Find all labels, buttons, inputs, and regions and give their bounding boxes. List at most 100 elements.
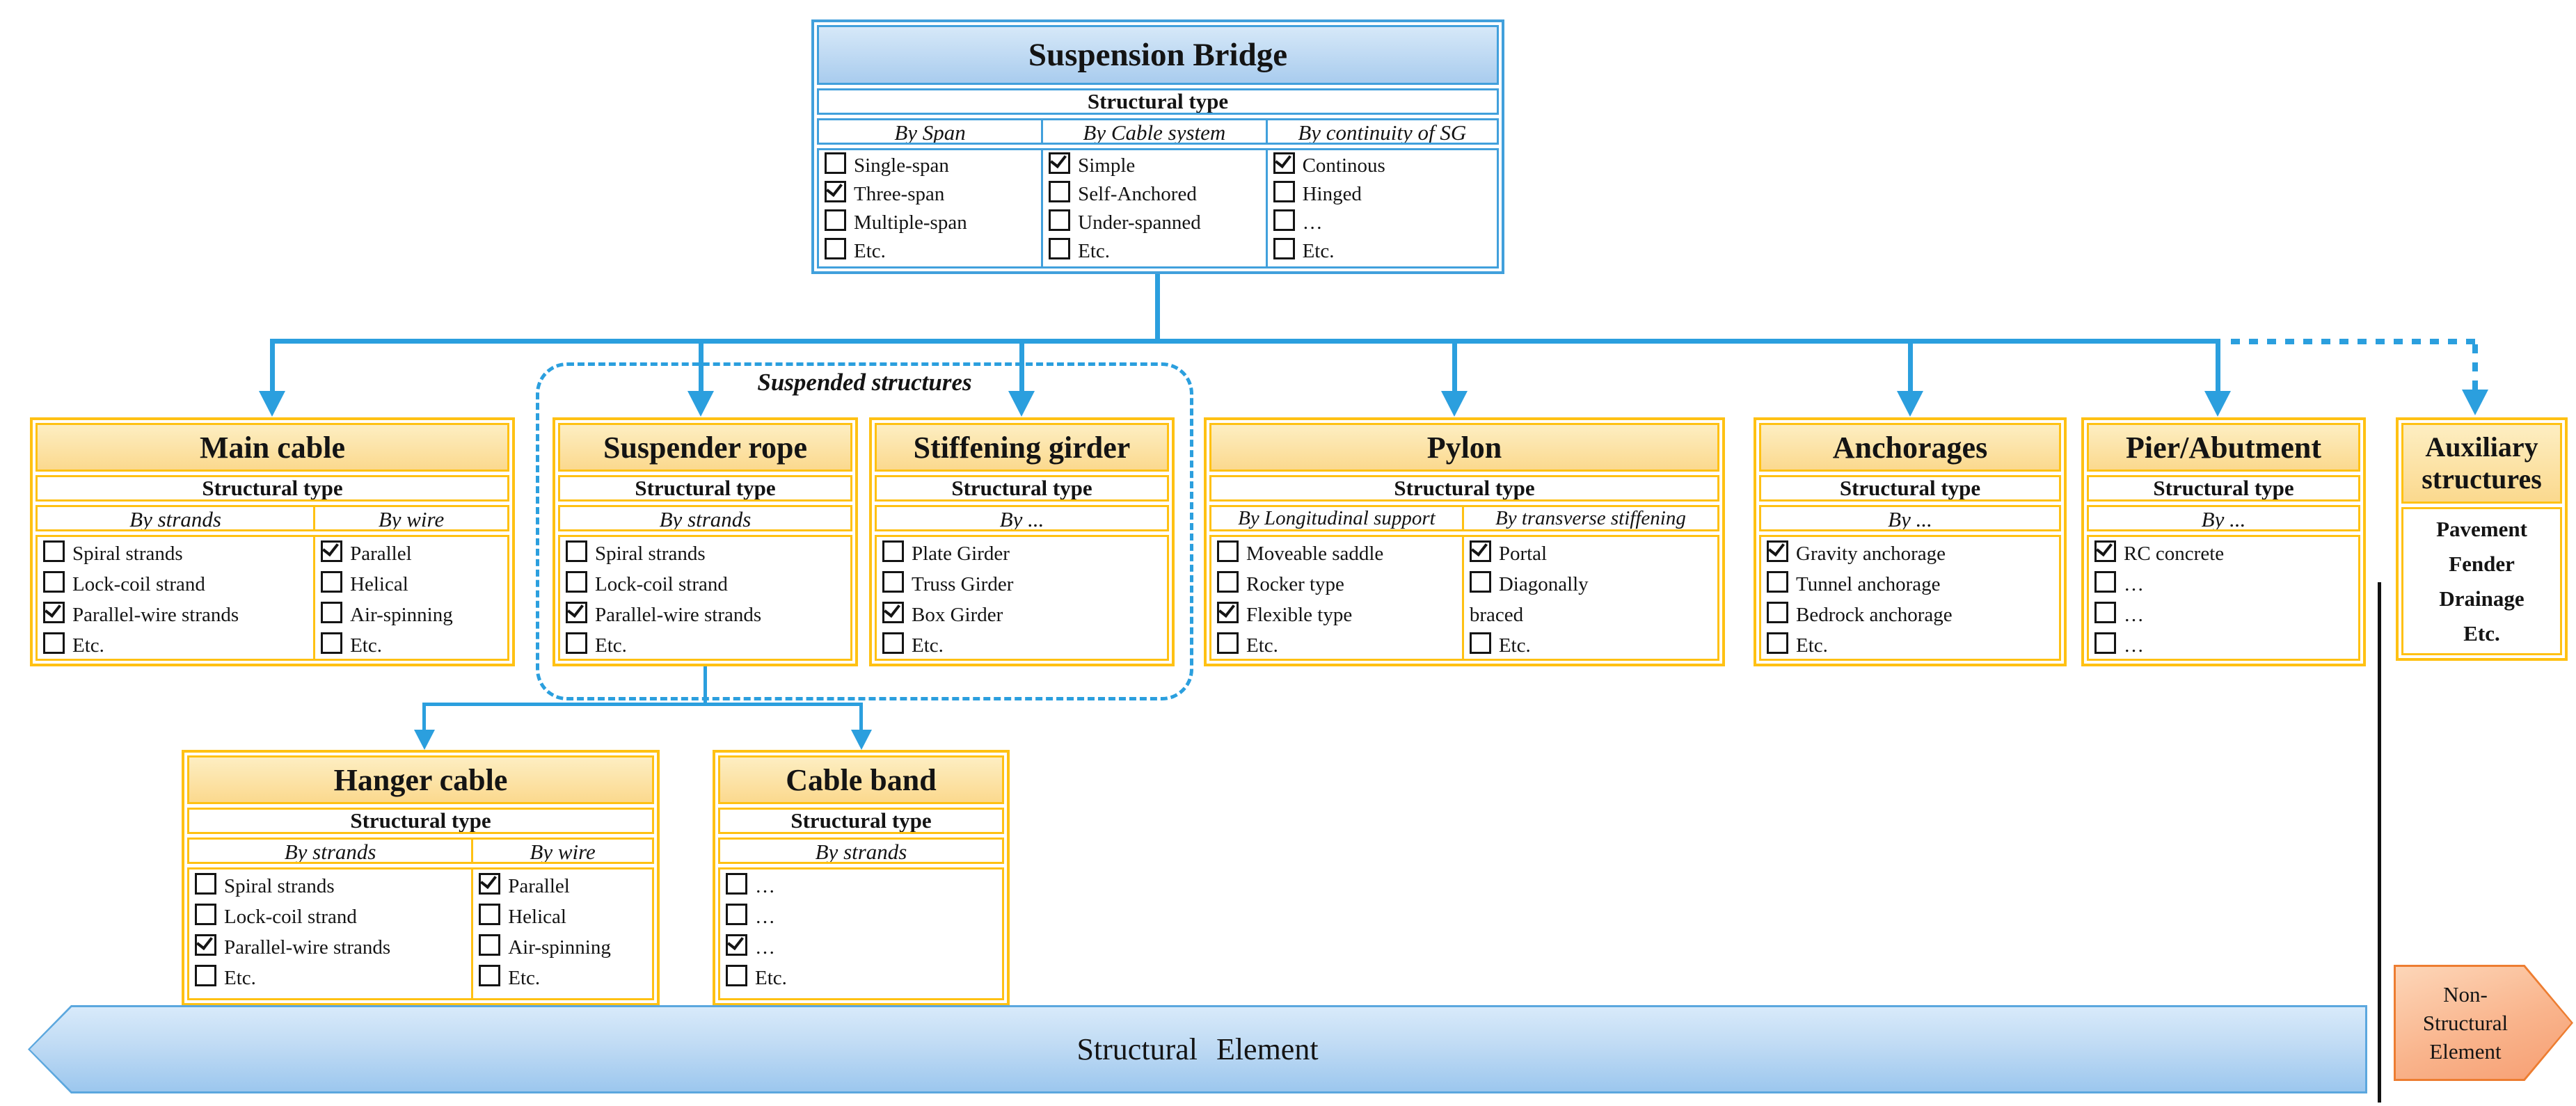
checkbox-item: Etc. — [43, 630, 308, 659]
drop-line-anchorages — [1908, 339, 1913, 393]
checkbox-item: Helical — [479, 901, 646, 932]
checkbox-unchecked-icon — [479, 904, 501, 925]
checkbox-item: Spiral strands — [566, 538, 845, 569]
checkbox-item: Single-span — [825, 152, 1035, 180]
structural-type-label: Structural type — [187, 808, 654, 834]
checkbox-unchecked-icon — [882, 540, 904, 562]
column-header: By ... — [1888, 507, 1932, 531]
non-structural-line: Structural — [2422, 1011, 2509, 1035]
bus-connector-line — [272, 339, 2220, 344]
checkbox-item: Diagonally braced — [1469, 569, 1613, 630]
non-structural-element-arrow: Non- Structural Element — [2394, 965, 2573, 1081]
checkbox-item: Etc. — [882, 630, 1161, 659]
arrow-down-icon — [2462, 390, 2488, 415]
non-structural-line: Element — [2429, 1039, 2502, 1064]
structural-type-label: Structural type — [817, 88, 1499, 115]
checkbox-item: Spiral strands — [195, 871, 466, 901]
checkbox-item: Portal — [1469, 538, 1613, 569]
checkbox-item: Lock-coil strand — [195, 901, 466, 932]
checkbox-item: Box Girder — [882, 600, 1161, 630]
checkbox-unchecked-icon — [1469, 632, 1491, 654]
dotted-drop-line-auxiliary — [2472, 344, 2478, 390]
checkbox-item: Etc. — [195, 963, 466, 993]
arrow-down-icon — [1897, 391, 1923, 417]
checkbox-item: Hinged — [1273, 180, 1491, 209]
checkbox-item: Parallel-wire strands — [195, 932, 466, 963]
checkbox-unchecked-icon — [1049, 181, 1071, 202]
checkbox-list: RC concrete……… — [2089, 537, 2358, 659]
box-title: Main cable — [35, 423, 509, 472]
drop-line-cable-band — [859, 703, 863, 732]
checkbox-item: … — [726, 932, 996, 963]
non-structural-line: Non- — [2443, 982, 2488, 1007]
checkbox-item: Bedrock anchorage — [1767, 600, 2053, 630]
checkbox-unchecked-icon — [321, 632, 343, 654]
arrow-down-icon — [259, 391, 285, 417]
checkbox-checked-icon — [1049, 152, 1071, 174]
column-headers: By ... — [875, 505, 1169, 531]
checkbox-checked-icon — [2094, 540, 2116, 562]
checkbox-unchecked-icon — [43, 571, 65, 593]
structural-element-banner: Structural Element — [28, 1005, 2367, 1093]
column-header: By continuity of SG — [1265, 120, 1497, 143]
checkbox-unchecked-icon — [1469, 571, 1491, 593]
checkbox-unchecked-icon — [1273, 209, 1295, 231]
box-title: Suspender rope — [558, 423, 852, 472]
box-title: Stiffening girder — [875, 423, 1169, 472]
aux-item: Pavement — [2436, 516, 2527, 541]
drop-line-hanger-cable — [422, 703, 426, 732]
checkbox-item: Parallel-wire strands — [566, 600, 845, 630]
checkbox-item: Etc. — [1767, 630, 2053, 659]
structural-type-label: Structural type — [35, 475, 509, 502]
checkbox-unchecked-icon — [825, 238, 846, 259]
checkbox-item: Flexible type — [1217, 600, 1456, 630]
box-title: Suspension Bridge — [817, 25, 1499, 85]
checkbox-item: RC concrete — [2094, 538, 2353, 569]
checkbox-lists: ………Etc. — [718, 867, 1004, 1000]
checkbox-unchecked-icon — [1767, 632, 1788, 654]
checkbox-unchecked-icon — [1217, 540, 1239, 562]
structural-type-label: Structural type — [2087, 475, 2360, 502]
box-title: Auxiliary structures — [2401, 423, 2562, 504]
checkbox-item: Etc. — [1217, 630, 1456, 659]
structural-type-label: Structural type — [558, 475, 852, 502]
checkbox-unchecked-icon — [726, 873, 747, 895]
checkbox-checked-icon — [1767, 540, 1788, 562]
checkbox-item: Simple — [1049, 152, 1259, 180]
checkbox-unchecked-icon — [321, 571, 343, 593]
checkbox-item: Etc. — [825, 237, 1035, 266]
checkbox-checked-icon — [726, 934, 747, 956]
checkbox-item: Etc. — [726, 963, 996, 993]
arrow-down-icon — [1441, 391, 1468, 417]
checkbox-item: Moveable saddle — [1217, 538, 1456, 569]
checkbox-item: Spiral strands — [43, 538, 308, 569]
trunk-connector-line — [1155, 274, 1160, 342]
suspended-structures-label: Suspended structures — [757, 369, 972, 396]
checkbox-item: Lock-coil strand — [566, 569, 845, 600]
checkbox-item: … — [2094, 600, 2353, 630]
checkbox-unchecked-icon — [1217, 571, 1239, 593]
column-header: By strands — [284, 840, 376, 864]
checkbox-unchecked-icon — [1049, 209, 1071, 231]
structural-element-label: Structural Element — [30, 1007, 2365, 1091]
column-header: By ... — [999, 507, 1044, 531]
structural-type-label: Structural type — [1209, 475, 1719, 502]
checkbox-lists: RC concrete……… — [2087, 535, 2360, 661]
checkbox-item: Three-span — [825, 180, 1035, 209]
checkbox-unchecked-icon — [2094, 602, 2116, 623]
checkbox-item: Air-spinning — [321, 600, 502, 630]
arrow-down-icon — [2204, 391, 2231, 417]
